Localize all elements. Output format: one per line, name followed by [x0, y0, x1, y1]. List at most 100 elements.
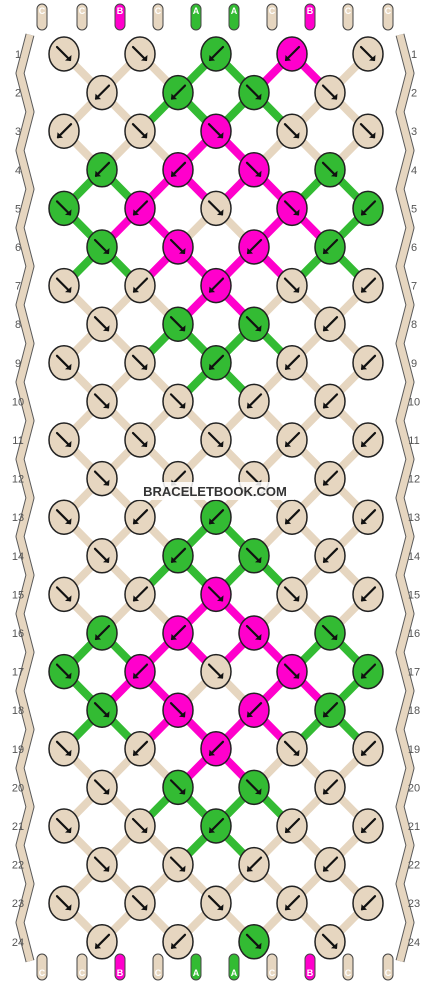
knot-arrow-shaft: [131, 45, 148, 62]
bottom-strand-letter: C: [269, 968, 276, 978]
knot: [86, 152, 118, 188]
watermark-group: BRACELETBOOK.COM: [136, 482, 294, 500]
knot-arrow-head: [369, 132, 376, 139]
knot: [124, 36, 156, 72]
knot: [162, 383, 194, 420]
knot: [48, 885, 80, 921]
knot-arrow-head: [247, 711, 253, 718]
knot: [48, 731, 80, 767]
row-label-left: 14: [12, 551, 24, 563]
knot: [162, 306, 194, 342]
knot-arrow-head: [103, 325, 110, 332]
knot-arrow-head: [57, 132, 63, 139]
knot: [124, 499, 156, 535]
knot: [162, 769, 194, 806]
knot-arrow-shaft: [93, 393, 110, 409]
row-label-left: 13: [12, 512, 24, 524]
knot-arrow-shaft: [55, 277, 72, 293]
knot-arrow-shaft: [245, 161, 262, 177]
row-label-right: 2: [411, 88, 417, 100]
knot-arrow-head: [65, 209, 72, 216]
row-label-left: 20: [12, 782, 24, 794]
knot-arrow-head: [361, 363, 367, 370]
knot: [200, 499, 232, 535]
knot-arrow-shaft: [93, 547, 110, 563]
bottom-strand-end: [190, 953, 202, 981]
knot-arrow-head: [209, 827, 215, 833]
knot-arrow-head: [103, 865, 110, 872]
knot: [200, 653, 232, 690]
top-strand-end: [190, 3, 202, 31]
knot-arrow-shaft: [55, 431, 72, 448]
knot-arrow-head: [323, 556, 329, 563]
knot-arrow-head: [255, 93, 262, 100]
knot-arrow-shaft: [283, 586, 300, 602]
knot-arrow-head: [65, 518, 72, 525]
knot-arrow-head: [141, 441, 148, 447]
row-label-left: 21: [12, 821, 24, 833]
knot-arrow-shaft: [321, 84, 338, 100]
knot: [238, 615, 270, 651]
knot: [276, 422, 308, 458]
row-label-right: 4: [411, 165, 417, 177]
knot-arrow-head: [247, 248, 253, 254]
knot-arrow-head: [103, 788, 110, 795]
knot: [238, 383, 270, 420]
row-label-left: 7: [15, 281, 21, 293]
knot: [162, 924, 194, 960]
knot: [352, 422, 384, 458]
knot-arrow-head: [95, 170, 101, 177]
knot: [314, 615, 346, 651]
row-label-left: 8: [15, 319, 21, 331]
row-label-left: 1: [15, 49, 21, 61]
knot: [352, 267, 384, 304]
row-label-right: 13: [408, 512, 420, 524]
knot-arrow-shaft: [131, 895, 148, 911]
knot: [238, 306, 270, 342]
knot: [352, 808, 384, 844]
knot: [352, 499, 384, 535]
knot-arrow-head: [65, 904, 72, 911]
knot: [86, 306, 118, 342]
knot: [86, 692, 118, 728]
knot-arrow-head: [179, 788, 186, 795]
row-label-right: 19: [408, 744, 420, 756]
knot-arrow-shaft: [321, 933, 338, 949]
knot-arrow-head: [133, 286, 139, 293]
knot: [200, 885, 232, 921]
knot-arrow-shaft: [245, 316, 262, 332]
bottom-strand-letter: A: [193, 968, 200, 978]
knot: [276, 190, 308, 227]
knot-arrow-shaft: [55, 895, 72, 911]
top-strand-letter: B: [307, 6, 314, 16]
knot-arrow-shaft: [93, 702, 110, 718]
knot: [48, 113, 80, 149]
row-label-right: 16: [408, 628, 420, 640]
knot: [276, 36, 308, 72]
knot-arrow-shaft: [93, 316, 110, 332]
bottom-strand-letter: C: [345, 968, 352, 978]
knot: [352, 731, 384, 767]
row-label-right: 20: [408, 782, 420, 794]
knot: [124, 576, 156, 613]
knot-arrow-head: [133, 209, 139, 216]
knot: [352, 190, 384, 227]
knot-arrow-head: [103, 479, 110, 486]
knot: [48, 576, 80, 613]
row-label-left: 16: [12, 628, 24, 640]
knot-arrow-head: [285, 904, 291, 911]
knot-arrow-head: [293, 595, 300, 602]
knot: [200, 422, 232, 458]
knot-arrow-shaft: [283, 277, 300, 293]
knot-arrow-head: [171, 942, 177, 949]
knot-arrow-head: [323, 325, 329, 332]
knot: [200, 267, 232, 304]
knot-arrow-head: [255, 325, 262, 332]
knot-arrow-head: [247, 402, 253, 409]
row-label-right: 23: [408, 898, 420, 910]
knot-arrow-shaft: [169, 393, 186, 409]
knot: [238, 152, 270, 188]
knot-arrow-shaft: [207, 895, 224, 911]
